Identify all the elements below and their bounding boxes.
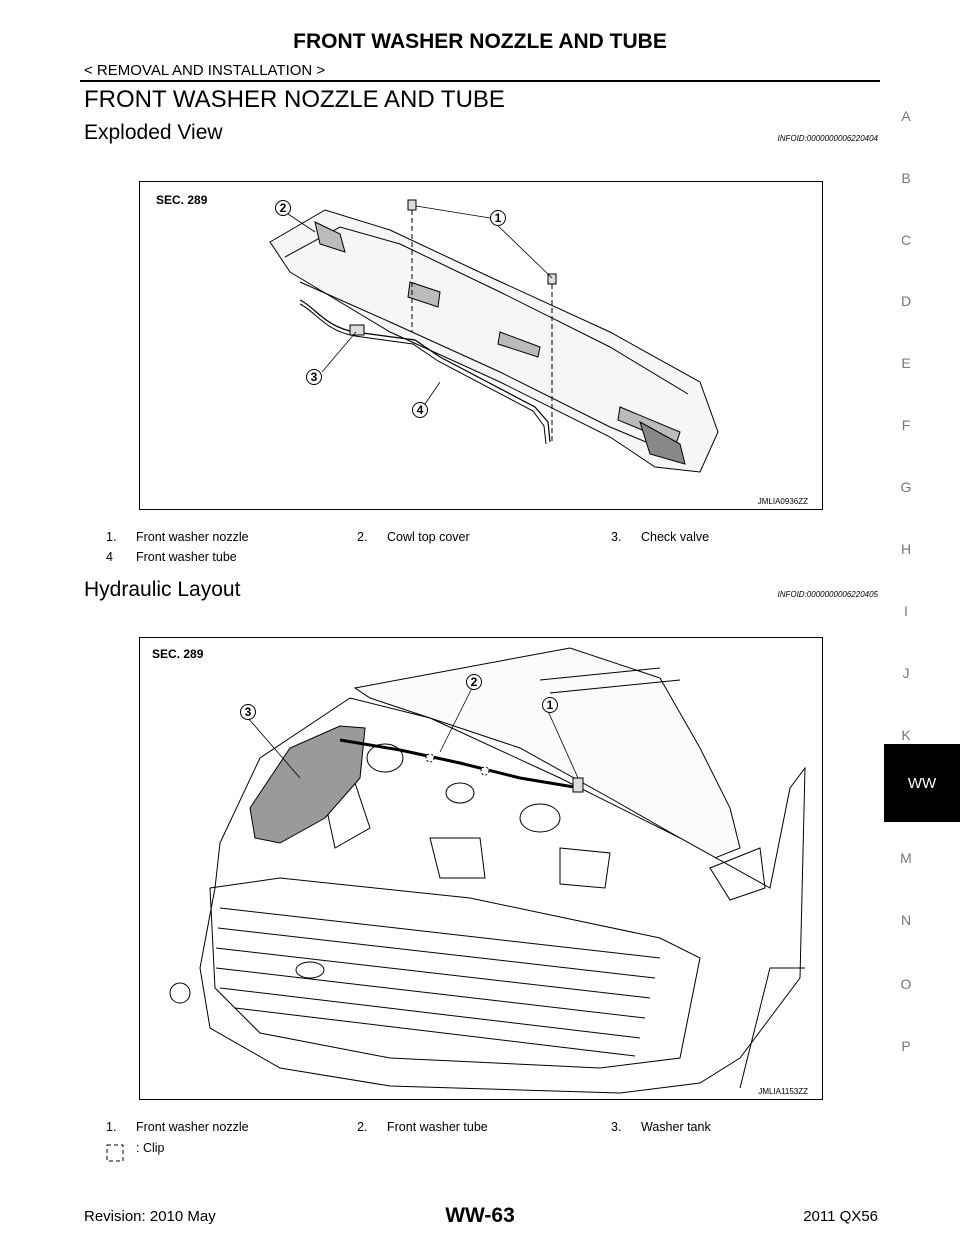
callout-3 xyxy=(240,704,256,720)
legend-item: 3. xyxy=(611,530,622,544)
exploded-view-figure: SEC. 289 xyxy=(139,181,823,510)
section-title: FRONT WASHER NOZZLE AND TUBE xyxy=(84,86,505,113)
side-index-b[interactable]: B xyxy=(901,170,911,186)
legend-item-label: Check valve xyxy=(641,530,710,544)
legend-item-label: Front washer nozzle xyxy=(136,1120,249,1134)
side-index-o[interactable]: O xyxy=(900,976,912,992)
vehicle-front-drawing xyxy=(169,647,806,1094)
header-divider xyxy=(80,80,880,82)
side-index-d[interactable]: D xyxy=(900,293,912,309)
side-index-n[interactable]: N xyxy=(900,912,912,928)
page-header-title: FRONT WASHER NOZZLE AND TUBE xyxy=(293,30,667,53)
callout-2 xyxy=(466,674,482,690)
legend-item: 2. xyxy=(357,530,368,544)
side-index-k[interactable]: K xyxy=(901,727,911,743)
callout-4-label: 4 xyxy=(417,403,424,417)
legend-item: 1. xyxy=(106,530,117,544)
clip-symbol-icon xyxy=(106,1144,124,1162)
callout-1 xyxy=(490,210,506,226)
hydraulic-layout-info-id: INFOID:0000000006220405 xyxy=(777,590,878,599)
legend-item: 3. xyxy=(611,1120,622,1134)
legend-item-label: Washer tank xyxy=(641,1120,711,1134)
exploded-figure-code: JMLIA0936ZZ xyxy=(757,497,808,506)
exploded-view-heading: Exploded View xyxy=(84,121,223,144)
side-index-c[interactable]: C xyxy=(900,232,912,248)
clip-icon xyxy=(425,753,435,763)
side-index-p[interactable]: P xyxy=(901,1038,911,1054)
callout-1-label: 1 xyxy=(495,211,502,225)
hydraulic-layout-figure: SEC. 289 xyxy=(139,637,823,1100)
exploded-view-info-id: INFOID:0000000006220404 xyxy=(777,134,878,143)
callout-3-label: 3 xyxy=(311,370,318,384)
front-washer-tube-drawing xyxy=(339,738,581,790)
front-washer-tube-drawing xyxy=(299,299,551,443)
legend-item-label: Front washer nozzle xyxy=(136,530,249,544)
callout-1-label: 1 xyxy=(547,698,554,712)
side-index-i[interactable]: I xyxy=(904,603,908,619)
legend-item-label: Front washer tube xyxy=(136,550,237,564)
side-index-h[interactable]: H xyxy=(900,541,912,557)
callout-2-label: 2 xyxy=(471,675,478,689)
breadcrumb: < REMOVAL AND INSTALLATION > xyxy=(84,62,326,79)
callout-3 xyxy=(306,369,322,385)
side-index-ww-tab[interactable]: WW xyxy=(884,744,960,822)
side-index-a[interactable]: A xyxy=(901,108,911,124)
footer-revision: Revision: 2010 May xyxy=(84,1208,216,1225)
washer-tank-drawing xyxy=(249,725,366,844)
clip-legend-label: : Clip xyxy=(136,1141,165,1155)
legend-item-label: Front washer tube xyxy=(387,1120,488,1134)
washer-nozzle-drawing xyxy=(572,777,584,793)
legend-item: 1. xyxy=(106,1120,117,1134)
callout-2-label: 2 xyxy=(280,201,287,215)
emblem-icon xyxy=(295,961,325,979)
callout-2 xyxy=(275,200,291,216)
legend-item: 2. xyxy=(357,1120,368,1134)
callout-4 xyxy=(412,402,428,418)
footer-page-number: WW-63 xyxy=(445,1204,515,1227)
exploded-sec-label: SEC. 289 xyxy=(156,193,208,207)
legend-item: 4 xyxy=(106,550,113,564)
hydraulic-layout-heading: Hydraulic Layout xyxy=(84,578,241,601)
hydraulic-layout-illustration: SEC. 289 xyxy=(152,647,806,1094)
side-index-g[interactable]: G xyxy=(900,479,912,495)
footer-model: 2011 QX56 xyxy=(803,1208,878,1225)
clip-icon xyxy=(480,766,490,776)
hydraulic-figure-code: JMLIA1153ZZ xyxy=(758,1087,808,1096)
washer-nozzle-drawing xyxy=(407,199,557,442)
side-index-m[interactable]: M xyxy=(900,850,912,866)
exploded-view-illustration: SEC. 289 xyxy=(156,193,719,473)
callout-1 xyxy=(542,697,558,713)
side-index-f[interactable]: F xyxy=(901,417,911,433)
side-index-e[interactable]: E xyxy=(901,355,911,371)
cowl-top-cover-drawing xyxy=(269,209,719,473)
side-index-j[interactable]: J xyxy=(902,665,910,681)
callout-3-label: 3 xyxy=(245,705,252,719)
check-valve-drawing xyxy=(349,324,365,336)
hydraulic-sec-label: SEC. 289 xyxy=(152,647,204,661)
legend-item-label: Cowl top cover xyxy=(387,530,470,544)
